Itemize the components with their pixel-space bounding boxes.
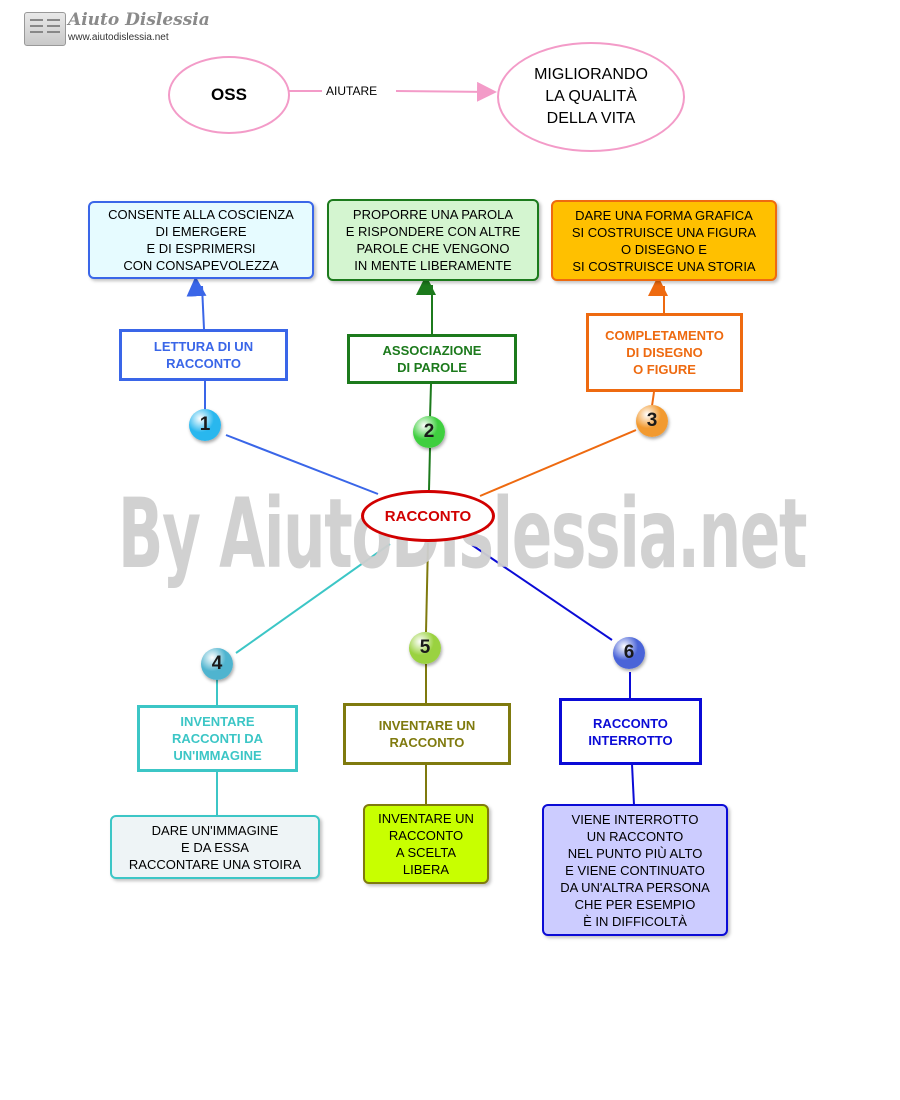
book-icon [24,12,66,46]
category-box-1: LETTURA DI UN RACCONTO [119,329,288,381]
category-box-3: COMPLETAMENTO DI DISEGNO O FIGURE [586,313,743,392]
line-cat6-desc [631,763,635,806]
logo-url: www.aiutodislessia.net [68,32,169,43]
number-badge-1: 1 [189,409,221,441]
node-oss-label: OSS [211,85,247,104]
link-aiutare-target [395,81,497,102]
category-box-4: INVENTARE RACCONTI DA UN'IMMAGINE [137,705,298,772]
line-center-6 [471,544,613,641]
description-box-3: DARE UNA FORMA GRAFICA SI COSTRUISCE UNA… [551,200,777,281]
category-box-5: INVENTARE UN RACCONTO [343,703,511,765]
line-center-3 [479,429,637,497]
number-badge-5: 5 [409,632,441,664]
description-box-2: PROPORRE UNA PAROLA E RISPONDERE CON ALT… [327,199,539,281]
line-cat1-desc [186,276,207,330]
watermark: By AiutoDislessia.net [118,478,807,590]
line-center-1 [225,434,379,495]
link-label-aiutare: AIUTARE [326,84,378,98]
description-box-4: DARE UN'IMMAGINE E DA ESSA RACCONTARE UN… [110,815,320,879]
line-center-4 [235,543,391,654]
number-badge-3: 3 [636,405,668,437]
number-badge-4: 4 [201,648,233,680]
description-box-6: VIENE INTERROTTO UN RACCONTO NEL PUNTO P… [542,804,728,936]
logo-title: Aiuto Dislessia [68,10,210,30]
line-center-5 [425,542,429,633]
node-quality: MIGLIORANDO LA QUALITÀ DELLA VITA [497,42,685,152]
line-center-2 [428,447,431,491]
category-box-2: ASSOCIAZIONE DI PAROLE [347,334,517,384]
number-badge-6: 6 [613,637,645,669]
logo[interactable]: Aiuto Dislessia www.aiutodislessia.net [22,10,210,48]
node-quality-label: MIGLIORANDO LA QUALITÀ DELLA VITA [534,66,648,127]
description-box-1: CONSENTE ALLA COSCIENZA DI EMERGERE E DI… [88,201,314,279]
line-2-cat [429,383,432,419]
category-box-6: RACCONTO INTERROTTO [559,698,702,765]
number-badge-2: 2 [413,416,445,448]
node-oss: OSS [168,56,290,134]
line-3-cat [651,391,655,407]
description-box-5: INVENTARE UN RACCONTO A SCELTA LIBERA [363,804,489,884]
center-node-racconto: RACCONTO [361,490,495,542]
